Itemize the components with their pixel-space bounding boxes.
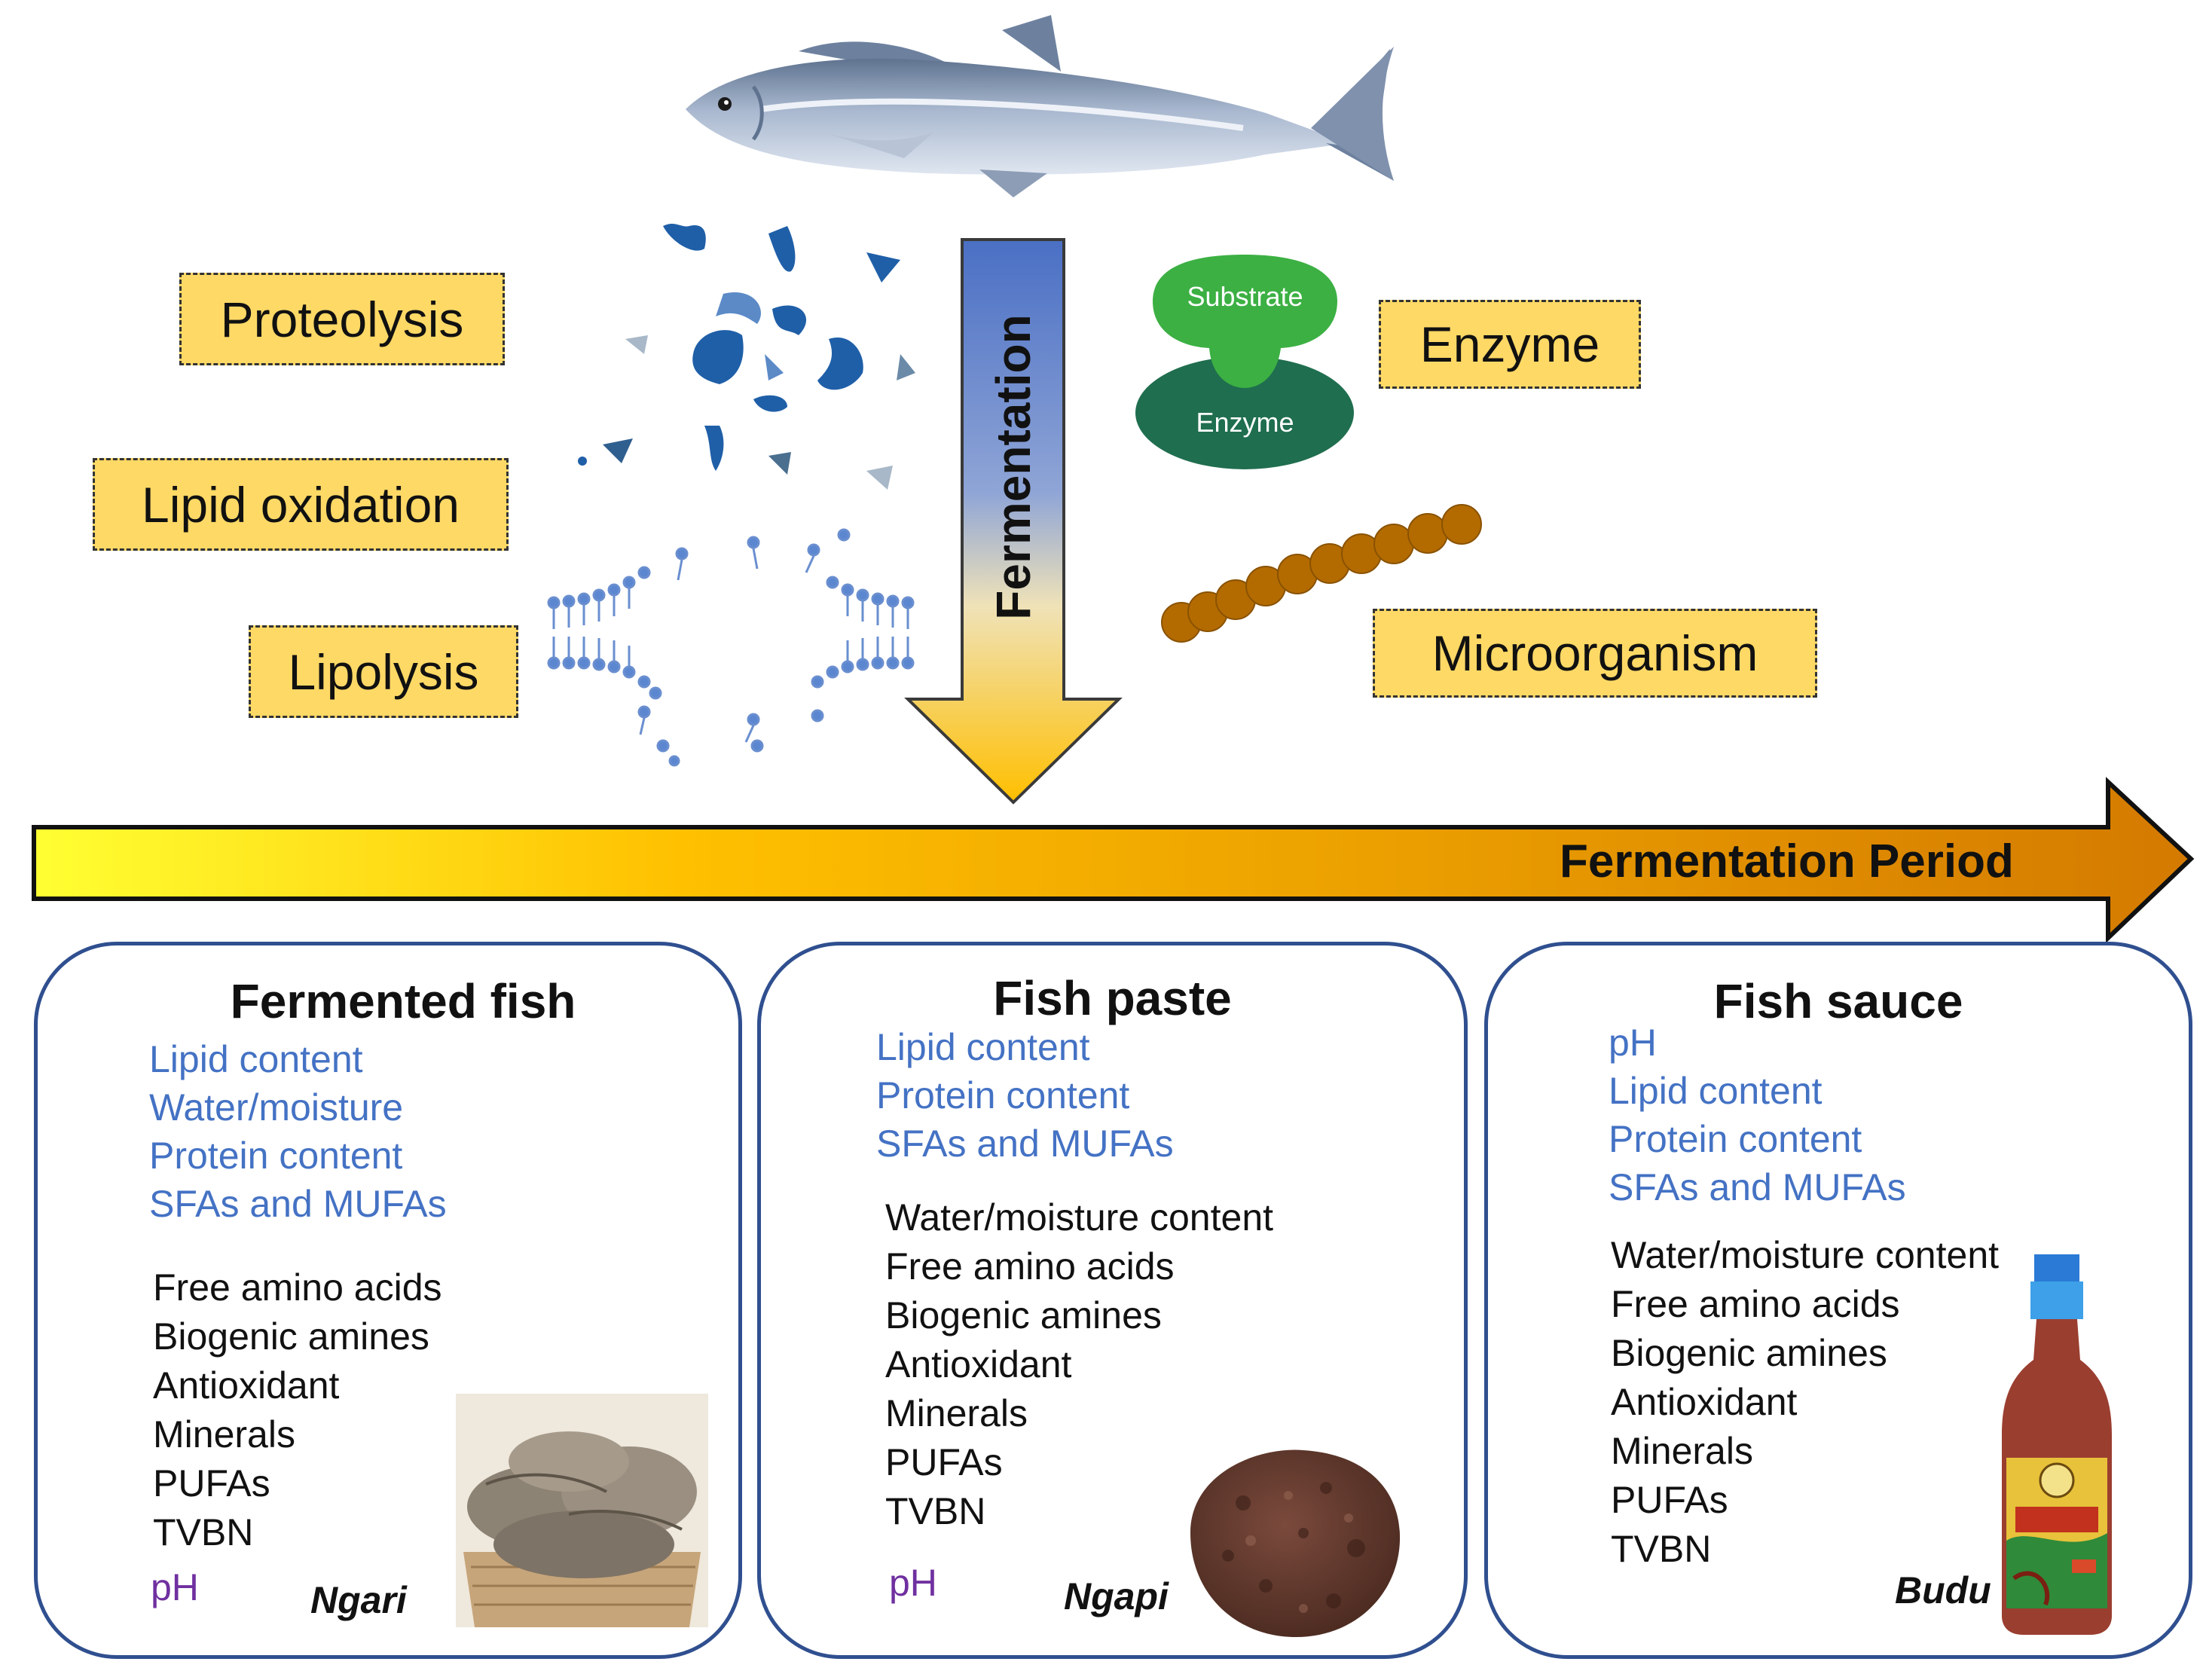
enzyme-text: Enzyme bbox=[1196, 407, 1294, 438]
list-item: Free amino acids bbox=[885, 1245, 1175, 1287]
list-item: TVBN bbox=[885, 1490, 986, 1532]
list-item: Biogenic amines bbox=[885, 1294, 1162, 1336]
panel-title: Fish sauce bbox=[1713, 974, 1963, 1028]
list-item: Protein content bbox=[1609, 1118, 1862, 1160]
fish-paste-photo-icon bbox=[1190, 1449, 1401, 1637]
list-item: Antioxidant bbox=[153, 1364, 340, 1407]
list-item: Water/moisture content bbox=[885, 1196, 1274, 1239]
list-item: Lipid content bbox=[149, 1038, 363, 1080]
ph-increase-label: pH bbox=[889, 1562, 937, 1604]
lipid-oxidation-label: Lipid oxidation bbox=[93, 458, 509, 551]
increase-list: Water/moisture content Free amino acids … bbox=[1611, 1231, 1999, 1574]
substrate-text: Substrate bbox=[1187, 281, 1303, 312]
sauce-bottle-photo-icon bbox=[2002, 1254, 2112, 1635]
list-item: Lipid content bbox=[876, 1026, 1090, 1068]
list-item: TVBN bbox=[153, 1511, 254, 1553]
list-item: Free amino acids bbox=[153, 1266, 442, 1309]
proteolysis-label: Proteolysis bbox=[179, 273, 505, 365]
enzyme-label: Enzyme bbox=[1379, 300, 1641, 389]
list-item: Minerals bbox=[153, 1413, 295, 1455]
list-item: Antioxidant bbox=[1611, 1381, 1798, 1423]
list-item: pH bbox=[1609, 1022, 1657, 1064]
increase-list: Water/moisture content Free amino acids … bbox=[885, 1193, 1273, 1536]
list-item: Lipid content bbox=[1609, 1070, 1823, 1112]
increase-list: Free amino acids Biogenic amines Antioxi… bbox=[153, 1263, 442, 1557]
enzyme-substrate-icon bbox=[1135, 255, 1354, 469]
lipolysis-label: Lipolysis bbox=[249, 625, 518, 718]
fermentation-period-arrow bbox=[32, 777, 2195, 944]
lipid-membrane-icon bbox=[547, 528, 915, 767]
list-item: Water/moisture content bbox=[1611, 1234, 2000, 1276]
list-item: Free amino acids bbox=[1611, 1283, 1900, 1325]
sample-name: Ngari bbox=[310, 1579, 407, 1621]
panel-title: Fermented fish bbox=[230, 974, 576, 1028]
list-item: Protein content bbox=[876, 1074, 1130, 1116]
decrease-list: Lipid content Water/moisture Protein con… bbox=[149, 1035, 447, 1228]
list-item: Biogenic amines bbox=[1611, 1332, 1887, 1374]
dried-fish-photo-icon bbox=[456, 1394, 708, 1627]
sample-name: Budu bbox=[1895, 1569, 1991, 1611]
panel-title: Fish paste bbox=[993, 971, 1232, 1025]
list-item: SFAs and MUFAs bbox=[1609, 1166, 1906, 1208]
list-item: Water/moisture bbox=[149, 1086, 404, 1129]
ph-increase-label: pH bbox=[151, 1566, 199, 1608]
list-item: SFAs and MUFAs bbox=[876, 1123, 1174, 1165]
decrease-list: Lipid content Protein content SFAs and M… bbox=[876, 1023, 1174, 1168]
list-item: Protein content bbox=[149, 1135, 403, 1177]
microorganism-label: Microorganism bbox=[1373, 609, 1817, 698]
list-item: PUFAs bbox=[153, 1462, 270, 1504]
protein-fragments-icon bbox=[578, 224, 915, 490]
fermentation-arrow bbox=[904, 238, 1123, 805]
list-item: Minerals bbox=[885, 1392, 1028, 1434]
list-item: PUFAs bbox=[1611, 1479, 1728, 1521]
decrease-list: pH Lipid content Protein content SFAs an… bbox=[1609, 1019, 1906, 1211]
list-item: TVBN bbox=[1611, 1528, 1712, 1570]
list-item: Antioxidant bbox=[885, 1343, 1072, 1385]
fermentation-label: Fermentation bbox=[986, 314, 1040, 620]
list-item: SFAs and MUFAs bbox=[149, 1183, 447, 1225]
fermentation-period-label: Fermentation Period bbox=[1560, 835, 2014, 887]
sample-name: Ngapi bbox=[1064, 1575, 1169, 1617]
fish-icon bbox=[686, 15, 1394, 197]
list-item: PUFAs bbox=[885, 1441, 1003, 1483]
list-item: Biogenic amines bbox=[153, 1315, 429, 1358]
list-item: Minerals bbox=[1611, 1430, 1753, 1472]
microorganism-chain-icon bbox=[1161, 504, 1482, 643]
